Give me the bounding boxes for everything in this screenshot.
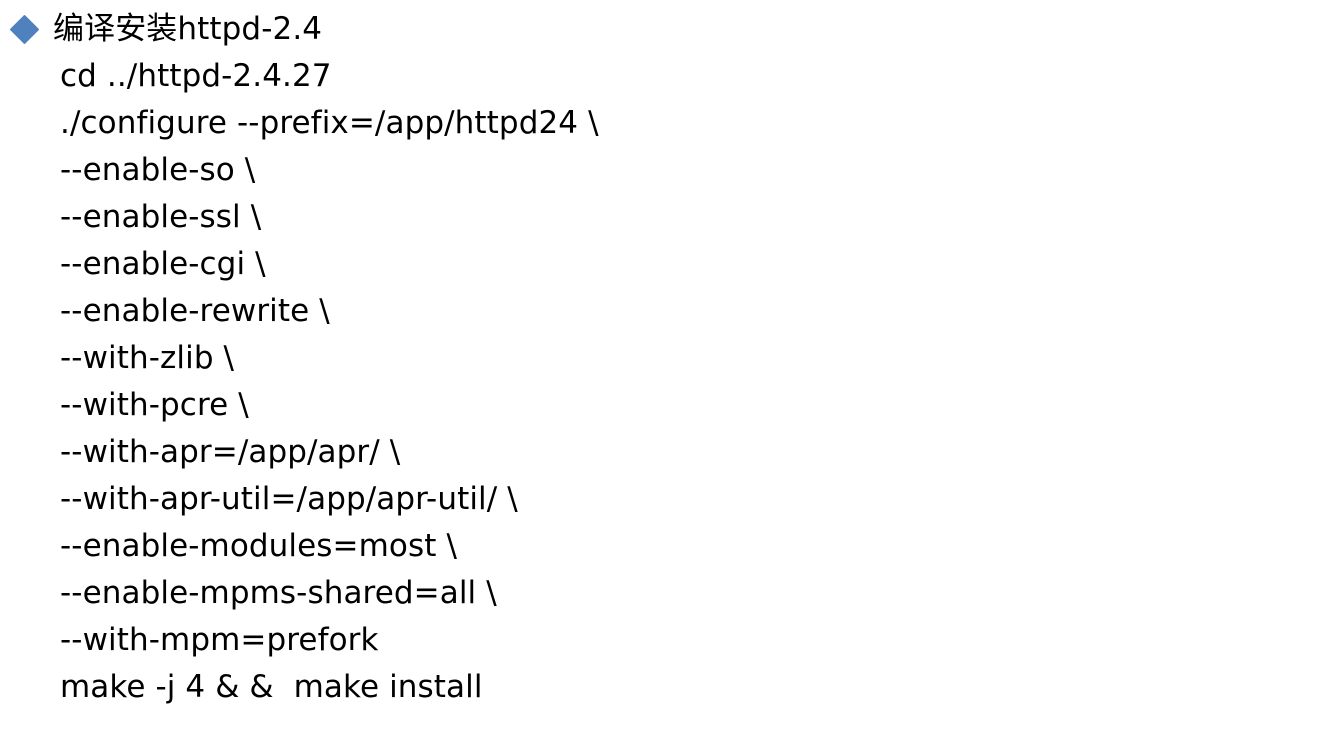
line-text: --with-zlib \ (60, 340, 235, 376)
code-text-line: --enable-mpms-shared=all \ (0, 570, 1319, 617)
line-text: make -j 4 & & make install (60, 669, 483, 705)
line-text: --enable-so \ (60, 152, 256, 188)
code-text-line: make -j 4 & & make install (0, 664, 1319, 711)
line-text: cd ../httpd-2.4.27 (60, 58, 332, 94)
line-text: --enable-modules=most \ (60, 528, 458, 564)
code-text-line: --with-zlib \ (0, 335, 1319, 382)
code-text-line: --enable-modules=most \ (0, 523, 1319, 570)
code-text-line: cd ../httpd-2.4.27 (0, 53, 1319, 100)
line-text: --enable-ssl \ (60, 199, 262, 235)
line-text: --enable-cgi \ (60, 246, 266, 282)
line-text: --enable-mpms-shared=all \ (60, 575, 497, 611)
diamond-bullet-icon (9, 14, 40, 45)
code-text-line: --enable-rewrite \ (0, 288, 1319, 335)
bulleted-text-line: 编译安装httpd-2.4 (0, 6, 1319, 53)
line-text: --with-apr-util=/app/apr-util/ \ (60, 481, 518, 517)
code-text-line: --with-apr-util=/app/apr-util/ \ (0, 476, 1319, 523)
content-placeholder: 编译安装httpd-2.4 cd ../httpd-2.4.27 ./configu… (0, 6, 1319, 711)
code-text-line: --enable-ssl \ (0, 194, 1319, 241)
code-text-line: --with-pcre \ (0, 382, 1319, 429)
code-text-line: ./configure --prefix=/app/httpd24 \ (0, 100, 1319, 147)
line-text: --with-apr=/app/apr/ \ (60, 434, 401, 470)
line-text: --with-pcre \ (60, 387, 249, 423)
line-text: --enable-rewrite \ (60, 293, 330, 329)
line-text: --with-mpm=prefork (60, 622, 379, 658)
code-text-line: --with-apr=/app/apr/ \ (0, 429, 1319, 476)
code-text-line: --enable-so \ (0, 147, 1319, 194)
code-text-line: --enable-cgi \ (0, 241, 1319, 288)
code-text-line: --with-mpm=prefork (0, 617, 1319, 664)
line-text: 编译安装httpd-2.4 (53, 11, 323, 47)
line-text: ./configure --prefix=/app/httpd24 \ (60, 105, 599, 141)
